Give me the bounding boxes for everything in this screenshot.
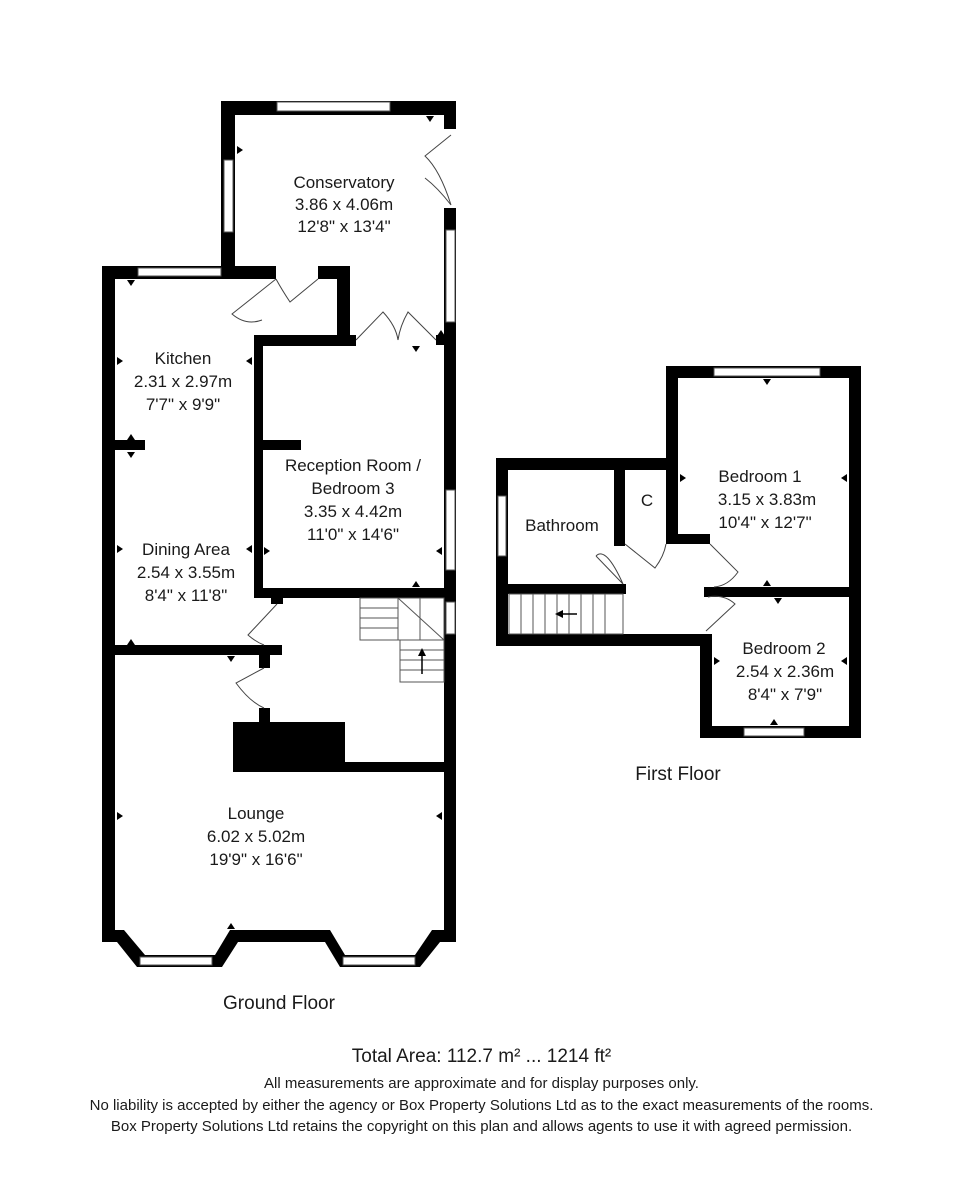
room-dining: Dining Area 2.54 x 3.55m 8'4" x 11'8" xyxy=(137,540,235,605)
wall xyxy=(700,634,712,738)
window xyxy=(276,101,391,112)
wall xyxy=(259,708,270,726)
dimension-markers xyxy=(680,379,847,725)
window xyxy=(713,367,821,377)
room-metric: 3.86 x 4.06m xyxy=(295,195,393,214)
stairs-first xyxy=(508,593,624,635)
room-metric: 2.31 x 2.97m xyxy=(134,372,232,391)
wall xyxy=(254,588,454,598)
wall xyxy=(259,650,270,668)
room-imperial: 11'0" x 14'6" xyxy=(307,525,399,544)
window xyxy=(342,956,416,966)
wall xyxy=(263,440,301,450)
wall xyxy=(614,458,625,546)
stairs-ground xyxy=(359,597,445,683)
room-bedroom-1: Bedroom 1 3.15 x 3.83m 10'4" x 12'7" xyxy=(718,467,816,532)
door-swing xyxy=(624,543,667,569)
wall xyxy=(102,266,115,942)
wall xyxy=(849,366,861,738)
room-imperial: 8'4" x 7'9" xyxy=(748,685,822,704)
wall xyxy=(337,266,350,346)
disclaimer-line: No liability is accepted by either the a… xyxy=(89,1097,874,1114)
room-reception: Reception Room / Bedroom 3 3.35 x 4.42m … xyxy=(285,456,421,544)
door-swing xyxy=(247,603,278,646)
wall xyxy=(666,366,678,544)
room-name: Bedroom 2 xyxy=(742,639,825,658)
wall xyxy=(444,101,456,129)
room-imperial: 8'4" x 11'8" xyxy=(145,586,228,605)
disclaimer-line: All measurements are approximate and for… xyxy=(264,1075,699,1092)
wall xyxy=(666,534,710,544)
wall xyxy=(496,458,678,470)
room-metric: 2.54 x 3.55m xyxy=(137,563,235,582)
wall xyxy=(444,335,456,942)
room-name: Lounge xyxy=(228,804,285,823)
room-name: Dining Area xyxy=(142,540,230,559)
wall xyxy=(102,645,282,655)
window xyxy=(497,495,507,557)
wall xyxy=(115,440,145,450)
room-imperial: 7'7" x 9'9" xyxy=(146,395,220,414)
wall xyxy=(271,595,283,604)
room-name: Bedroom 3 xyxy=(311,479,394,498)
window xyxy=(137,267,222,277)
window xyxy=(223,159,234,233)
room-imperial: 19'9" x 16'6" xyxy=(209,850,302,869)
window xyxy=(445,229,456,323)
door-swing xyxy=(595,553,624,585)
floor-plan: Conservatory 3.86 x 4.06m 12'8" x 13'4" … xyxy=(102,101,861,1014)
room-bedroom-2: Bedroom 2 2.54 x 2.36m 8'4" x 7'9" xyxy=(736,639,834,704)
window xyxy=(445,601,456,635)
room-conservatory: Conservatory 3.86 x 4.06m 12'8" x 13'4" xyxy=(293,173,395,236)
copyright-line: Box Property Solutions Ltd retains the c… xyxy=(110,1118,853,1135)
dimension-markers xyxy=(117,116,445,929)
room-name: Bedroom 1 xyxy=(718,467,801,486)
room-name: Reception Room / xyxy=(285,456,421,475)
door-swing xyxy=(705,595,736,632)
first-floor-plan: Bathroom C Bedroom 1 3.15 x 3.83m 10'4" … xyxy=(496,366,861,785)
window xyxy=(445,489,456,571)
door-swing xyxy=(235,667,265,709)
floor-label-first: First Floor xyxy=(635,764,721,785)
floor-label-ground: Ground Floor xyxy=(223,993,336,1014)
room-metric: 2.54 x 2.36m xyxy=(736,662,834,681)
room-imperial: 10'4" x 12'7" xyxy=(718,513,811,532)
room-name: Conservatory xyxy=(293,173,395,192)
room-name: Kitchen xyxy=(155,349,212,368)
wall xyxy=(233,762,454,772)
room-cupboard: C xyxy=(641,491,653,510)
total-area: Total Area: 112.7 m² ... 1214 ft² xyxy=(351,1046,612,1067)
wall xyxy=(704,587,861,597)
door-swing xyxy=(275,278,319,303)
door-swing xyxy=(424,134,452,206)
ground-floor-plan: Conservatory 3.86 x 4.06m 12'8" x 13'4" … xyxy=(102,101,456,1014)
room-kitchen: Kitchen 2.31 x 2.97m 7'7" x 9'9" xyxy=(134,349,232,414)
room-imperial: 12'8" x 13'4" xyxy=(297,217,390,236)
room-lounge: Lounge 6.02 x 5.02m 19'9" x 16'6" xyxy=(207,804,305,869)
wall xyxy=(496,634,710,646)
wall xyxy=(496,584,626,594)
window xyxy=(743,727,805,737)
room-metric: 6.02 x 5.02m xyxy=(207,827,305,846)
room-metric: 3.35 x 4.42m xyxy=(304,502,402,521)
wall xyxy=(254,335,356,346)
room-metric: 3.15 x 3.83m xyxy=(718,490,816,509)
door-swing xyxy=(355,311,399,341)
door-swing xyxy=(709,543,739,588)
window xyxy=(139,956,213,966)
door-swing xyxy=(397,311,437,341)
wall xyxy=(254,335,263,597)
room-bathroom: Bathroom xyxy=(525,516,599,535)
door-swing xyxy=(231,278,277,323)
